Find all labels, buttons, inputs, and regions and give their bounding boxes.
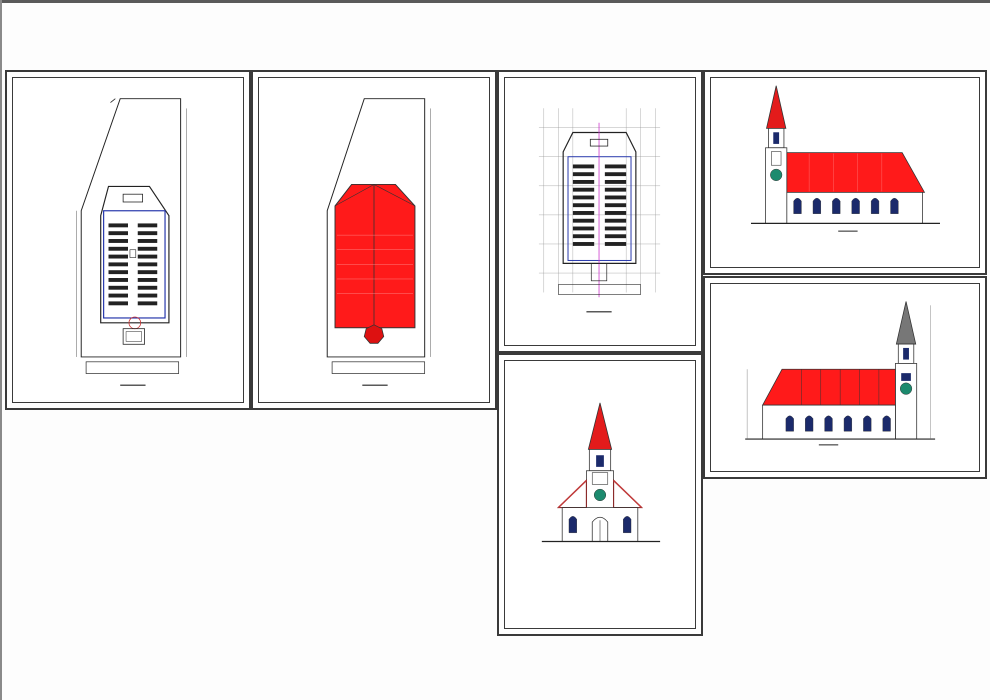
roof-plan-drawing — [326, 98, 431, 386]
sheet-frame — [504, 77, 696, 346]
sheet-frame — [710, 77, 980, 268]
floor-plan-drawing — [76, 98, 187, 386]
sheet-floor-plan[interactable] — [5, 70, 251, 410]
sheet-structural-plan[interactable] — [497, 70, 703, 353]
front-elevation-drawing — [541, 402, 661, 543]
sheet-frame — [504, 360, 696, 629]
sheet-frame — [12, 77, 244, 403]
sheet-frame — [258, 77, 490, 403]
sheet-frame — [710, 283, 980, 472]
side-elevation-left-drawing — [750, 85, 940, 232]
sheet-side-elevation-right[interactable] — [703, 276, 987, 479]
window-top-border — [0, 0, 990, 3]
sheet-roof-plan[interactable] — [251, 70, 497, 410]
sheet-side-elevation-left[interactable] — [703, 70, 987, 275]
window-left-border — [0, 0, 2, 700]
side-elevation-right-drawing — [745, 301, 936, 446]
structural-plan-drawing — [538, 108, 661, 313]
sheet-front-elevation[interactable] — [497, 353, 703, 636]
